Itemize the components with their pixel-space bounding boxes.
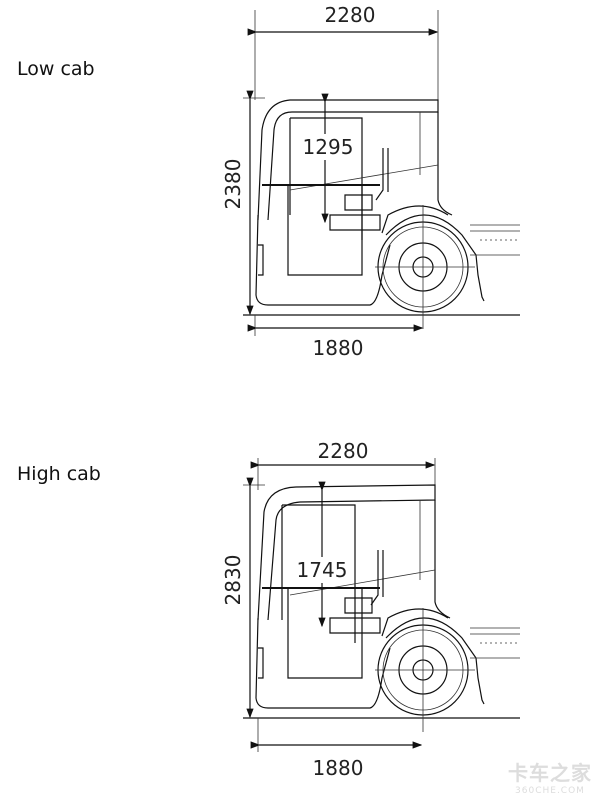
watermark-name: 卡车之家 [508,761,592,785]
low-cab-dimension-height: 2380 [221,90,265,316]
high-cab-axle-label: 1880 [313,756,364,780]
watermark-logo: 卡车之家 360CHE.COM [508,757,592,796]
low-cab-interior-height-label: 1295 [303,135,354,159]
high-cab-interior-height-label: 1745 [297,558,348,582]
watermark-url: 360CHE.COM [515,786,585,796]
low-cab-axle-label: 1880 [313,336,364,360]
high-cab-dimension-axle: 1880 [250,718,423,780]
high-cab-title: High cab [17,463,101,485]
low-cab-height-label: 2380 [221,159,245,210]
low-cab-title: Low cab [17,58,95,80]
low-cab-dimension-axle: 1880 [247,315,424,360]
high-cab-length-label: 2280 [318,439,369,463]
high-cab-dimension-height: 2830 [221,477,265,719]
low-cab-dimension-length: 2280 [247,3,439,100]
low-cab-length-label: 2280 [325,3,376,27]
low-cab-drawing: 2280 2380 1880 1295 [221,3,521,360]
high-cab-height-label: 2830 [221,555,245,606]
high-cab-dimension-length: 2280 [250,439,436,490]
high-cab-drawing: 2280 2830 1880 1745 [221,439,521,780]
